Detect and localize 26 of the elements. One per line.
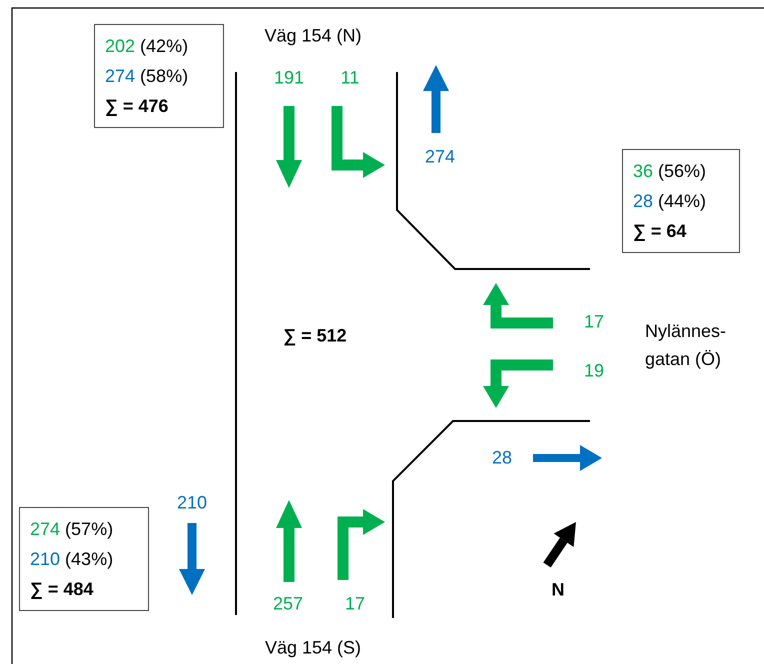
vehicle-count: 274	[424, 146, 456, 168]
vehicle-count: 202 (42%)	[105, 35, 190, 58]
vehicle-count: 11	[340, 68, 360, 88]
vehicle-count: 191	[274, 68, 304, 88]
count-summary-box	[622, 149, 740, 253]
count-summary-box	[94, 24, 224, 128]
total-sum: ∑ = 484	[30, 578, 94, 601]
vehicle-count: 274 (57%)	[30, 518, 114, 541]
total-sum: ∑ = 512	[283, 326, 347, 346]
total-sum: ∑ = 64	[633, 220, 688, 243]
vehicle-count: 28	[492, 448, 512, 468]
vehicle-count: 257	[272, 594, 304, 614]
road-name: Väg 154 (S)	[264, 638, 362, 658]
vehicle-count: 210 (43%)	[30, 548, 114, 571]
total-sum: ∑ = 476	[105, 95, 170, 118]
vehicle-count: 19	[584, 360, 604, 382]
count-summary-box	[19, 507, 149, 611]
vehicle-count: 17	[584, 312, 604, 332]
vehicle-count: 210	[176, 492, 208, 514]
north-label: N	[552, 580, 564, 600]
vehicle-count: 28 (44%)	[633, 190, 708, 213]
vehicle-count: 274 (58%)	[105, 65, 190, 88]
vehicle-count: 36 (56%)	[633, 160, 708, 183]
road-name: Nylännes- gatan (Ö)	[645, 320, 728, 371]
vehicle-count: 17	[344, 594, 366, 614]
road-name: Väg 154 (N)	[264, 26, 362, 46]
